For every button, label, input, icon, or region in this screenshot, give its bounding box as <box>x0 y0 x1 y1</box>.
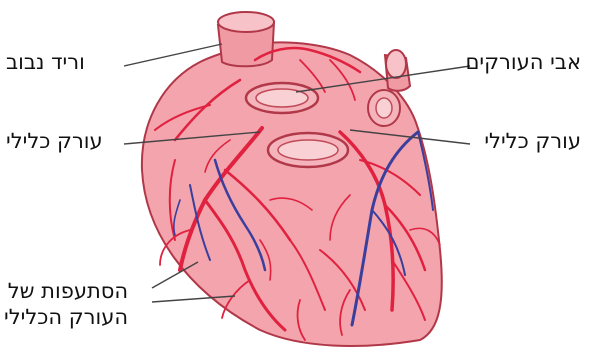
label-vena-cava: וריד נבוב <box>6 52 85 73</box>
label-coronary-branches: הסתעפות של העורק הכלילי <box>4 278 128 331</box>
pulmonary-ring-inner <box>278 140 338 160</box>
pulmonary-opening <box>386 50 406 78</box>
label-aorta: אבי העורקים <box>465 52 581 73</box>
right-vessel-ring-inner <box>376 98 392 118</box>
label-coronary-artery-left: עורק כלילי <box>6 131 103 152</box>
label-coronary-branches-line2: העורק הכלילי <box>4 304 128 330</box>
label-coronary-artery-right: עורק כלילי <box>484 131 581 152</box>
label-coronary-branches-line1: הסתעפות של <box>4 278 128 304</box>
vena-cava-opening <box>218 12 274 32</box>
